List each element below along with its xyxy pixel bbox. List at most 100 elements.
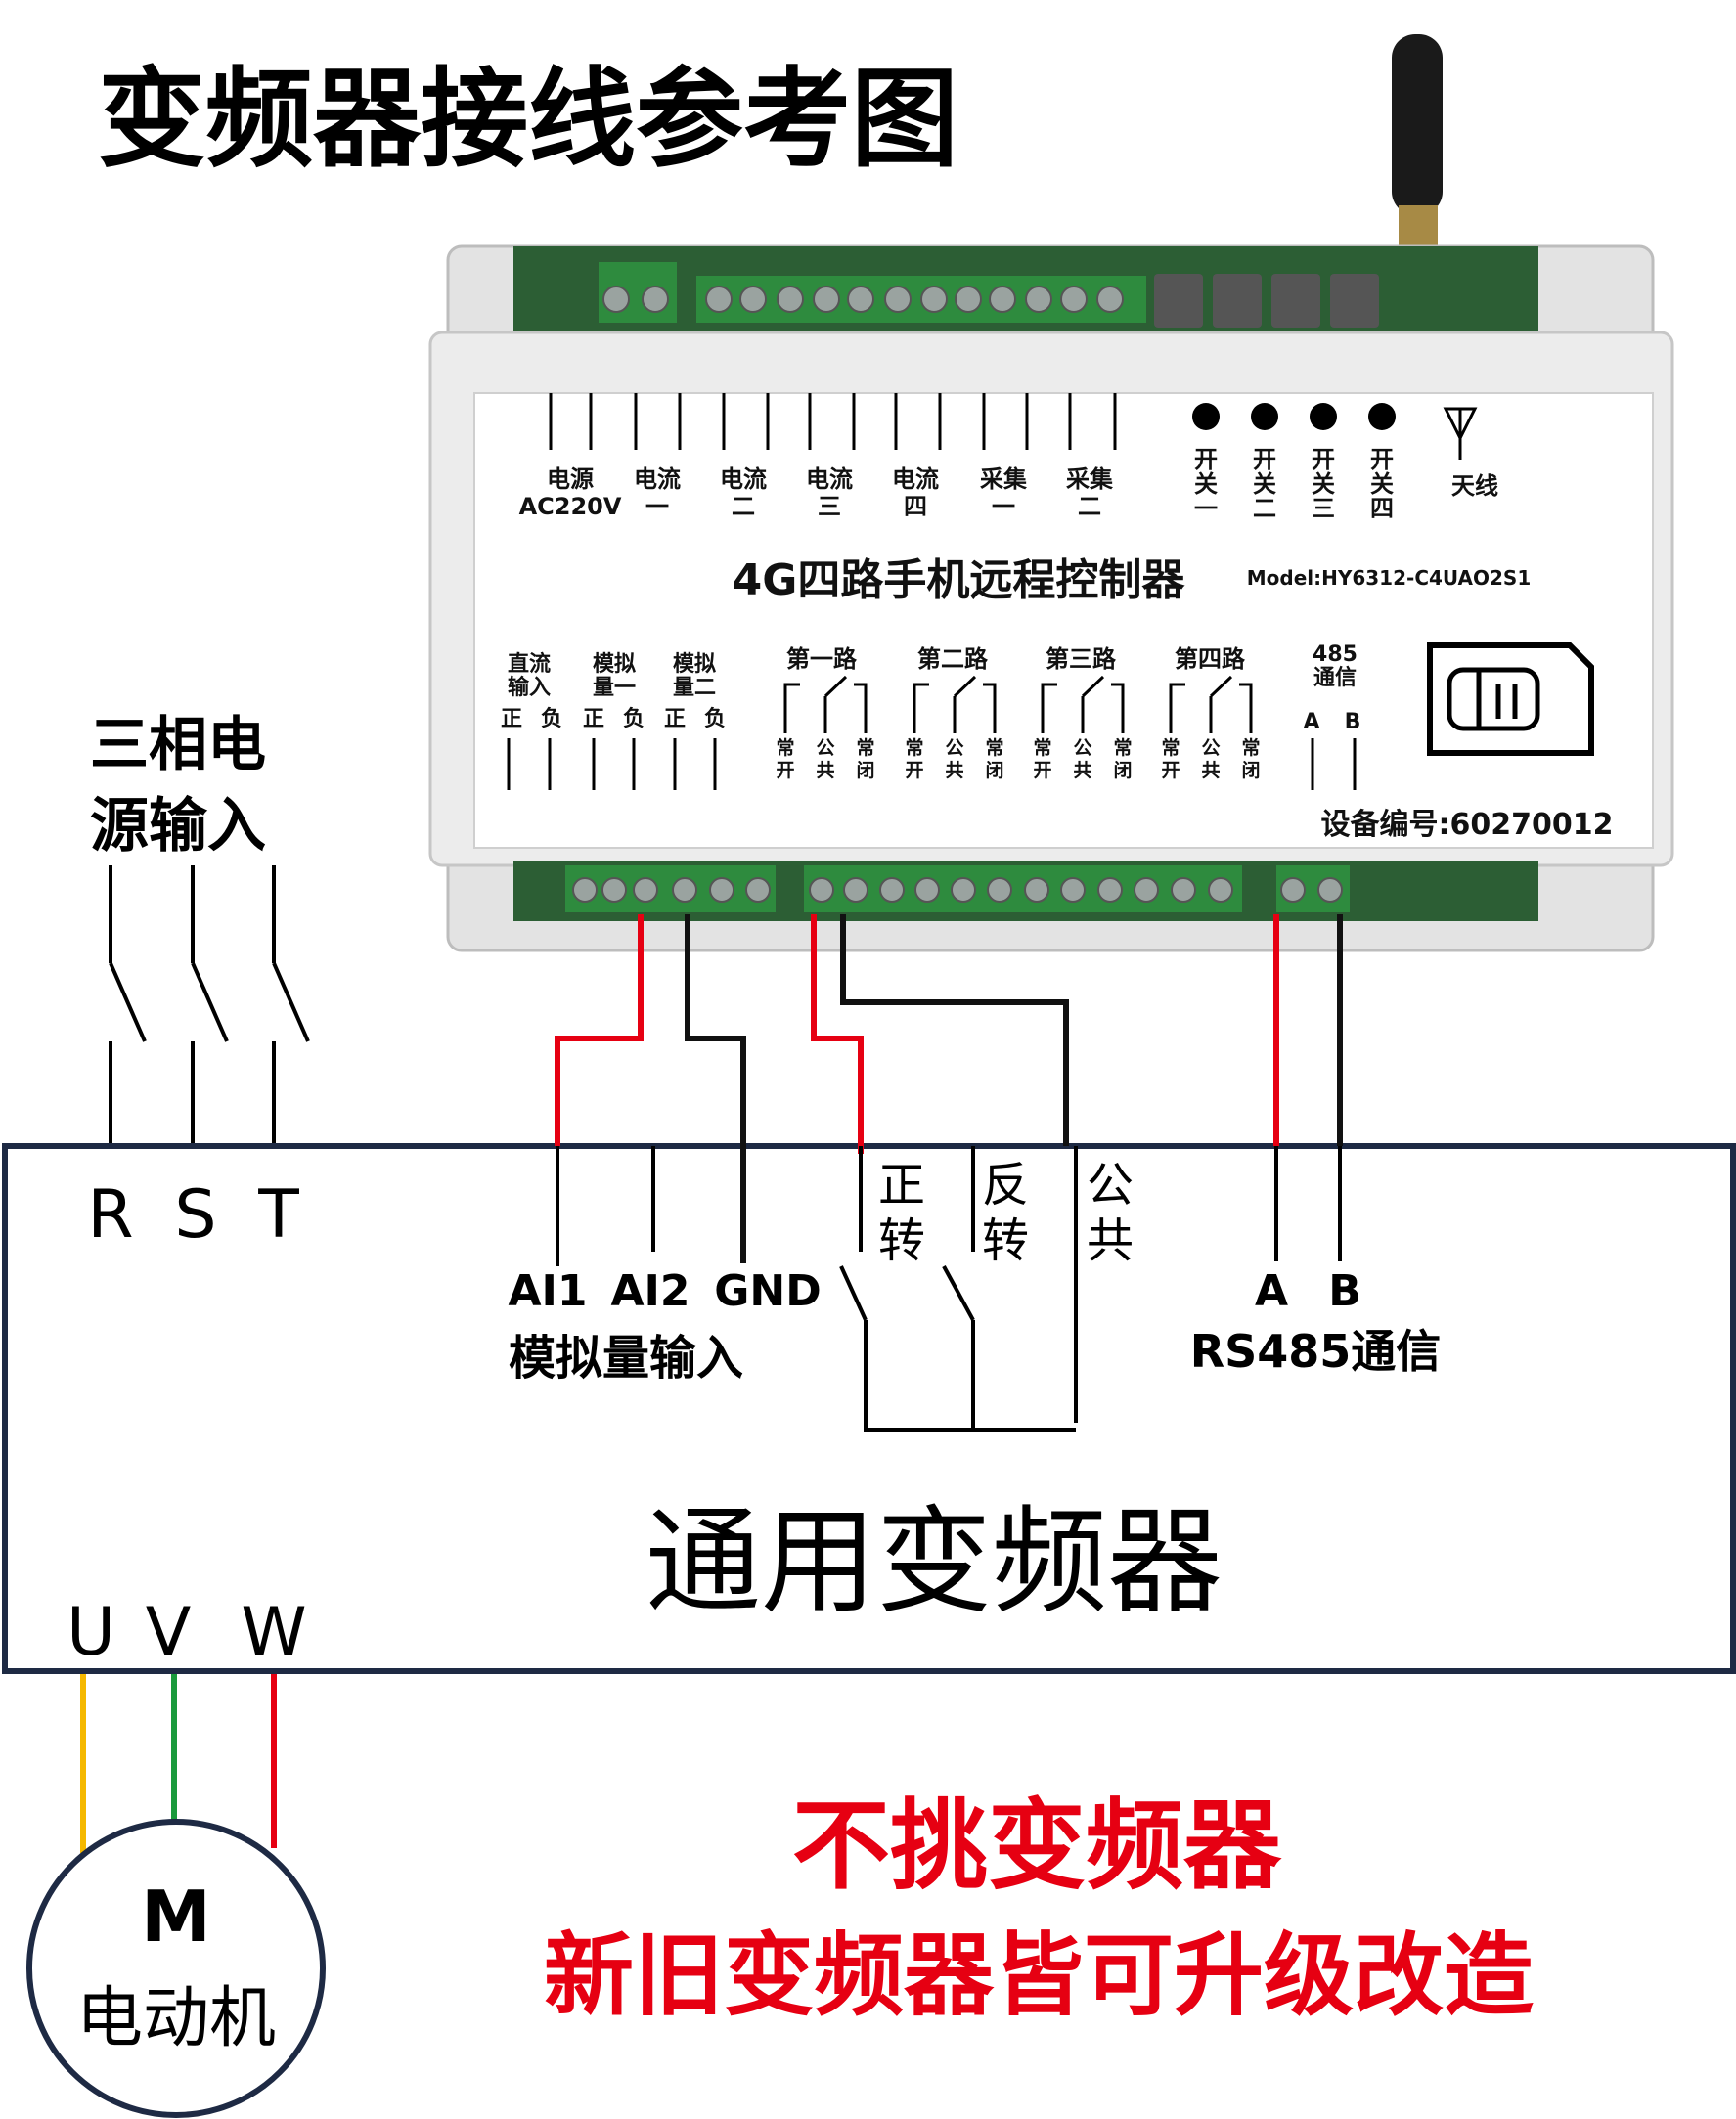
relay-4-com-a: 公: [1201, 737, 1220, 759]
terminal-b: B: [1328, 1266, 1361, 1316]
terminal-t: T: [257, 1176, 299, 1254]
relay-4-no-b: 开: [1161, 760, 1180, 781]
relay-2-nc-b: 闭: [985, 760, 1003, 781]
terminal-screw: [809, 877, 834, 903]
label-current-3: 电流: [806, 465, 853, 493]
dc-pos: 正: [501, 707, 522, 731]
relay-1-com-a: 公: [816, 737, 834, 759]
analog-input-label: 模拟量输入: [509, 1331, 743, 1386]
label-current-1-num: 一: [645, 493, 669, 520]
terminal-ai1: AI1: [508, 1266, 587, 1316]
controller-device: [428, 244, 1674, 952]
terminal-screw: [572, 877, 598, 903]
label-collect-2-num: 二: [1078, 493, 1101, 520]
rs485-b-terminal: B: [1345, 710, 1361, 734]
relay-2-com-b: 共: [945, 760, 963, 781]
switch-2-l2: 关: [1253, 470, 1276, 498]
slogan-2: 新旧变频器皆可升级改造: [544, 1923, 1534, 2028]
relay-contact-symbols: [783, 675, 1253, 733]
terminal-marks-bottom: [507, 738, 1357, 790]
terminal-screw: [914, 877, 940, 903]
terminal-screw: [987, 877, 1012, 903]
push-buttons: [1154, 274, 1379, 328]
terminal-screw: [705, 286, 733, 313]
relay-terminal-block: [804, 865, 1242, 912]
label-current-2: 电流: [720, 465, 767, 493]
relay-4-title: 第四路: [1175, 645, 1246, 673]
label-current-2-num: 二: [732, 493, 755, 520]
relay-1-nc-b: 闭: [856, 760, 874, 781]
relay-1-no-b: 开: [776, 760, 794, 781]
analog-1-pos: 正: [583, 707, 604, 731]
relay-1-no-a: 常: [776, 736, 794, 759]
terminal-v: V: [146, 1594, 192, 1671]
led-switch-4: [1368, 403, 1396, 430]
wire-gnd: [685, 914, 746, 1263]
terminal-w: W: [241, 1594, 306, 1671]
terminal-a: A: [1255, 1266, 1288, 1316]
dc-input-l2: 输入: [508, 675, 551, 700]
inverter-name: 通用变频器: [645, 1494, 1223, 1629]
analog-1-l1: 模拟: [593, 652, 636, 677]
relay-2-nc-a: 常: [985, 736, 1003, 759]
relay-2-com-a: 公: [945, 737, 963, 759]
led-switch-2: [1251, 403, 1278, 430]
label-power: 电源: [547, 465, 594, 493]
terminal-screw: [1024, 877, 1049, 903]
relay-3-nc-b: 闭: [1113, 760, 1132, 781]
wire-forward: [811, 914, 864, 1154]
relay-4-no-a: 常: [1161, 736, 1180, 759]
com-l1: 公: [1087, 1158, 1134, 1213]
relay-normally-open-contact: [1169, 683, 1185, 733]
relay-common-contact: [1209, 675, 1233, 698]
terminal-screw: [879, 877, 905, 903]
terminal-u: U: [67, 1594, 115, 1671]
terminal-screw: [1317, 877, 1343, 903]
label-power-ac: AC220V: [519, 493, 622, 520]
control-wires: [555, 914, 1343, 1263]
terminal-screw: [1096, 286, 1124, 313]
controller-label-panel: [473, 392, 1654, 849]
three-phase-l2: 源输入: [90, 792, 266, 861]
terminal-screw: [951, 877, 976, 903]
terminal-ai2: AI2: [610, 1266, 690, 1316]
terminal-screw: [813, 286, 840, 313]
switch-2-l3: 二: [1253, 495, 1276, 522]
label-collect-1: 采集: [980, 465, 1028, 493]
rs485-a-terminal: A: [1303, 710, 1319, 734]
relay-normally-closed-contact: [1111, 683, 1125, 733]
motor: [26, 1819, 326, 2118]
rs485-label-l2: 通信: [1313, 665, 1357, 690]
analog-2-pos: 正: [664, 707, 686, 731]
switch-1-l2: 关: [1194, 470, 1218, 498]
analog-2-l2: 量二: [673, 676, 716, 700]
terminal-screw: [920, 286, 948, 313]
analog-1-l2: 量一: [593, 676, 636, 700]
terminal-screw: [1208, 877, 1233, 903]
terminal-screw: [843, 877, 868, 903]
three-phase-l1: 三相电: [90, 711, 266, 779]
terminal-gnd: GND: [714, 1266, 821, 1316]
label-collect-1-num: 一: [992, 493, 1015, 520]
relay-normally-open-contact: [913, 683, 929, 733]
terminal-screw: [1060, 286, 1088, 313]
switch-3-l1: 开: [1312, 446, 1335, 473]
relay-3-no-a: 常: [1033, 736, 1051, 759]
rev-l2: 转: [982, 1214, 1029, 1268]
led-switch-1: [1192, 403, 1220, 430]
inverter-terminal-lines: [556, 1146, 1342, 1432]
switch-3-l2: 关: [1312, 470, 1335, 498]
relay-2-no-a: 常: [905, 736, 923, 759]
product-name: 4G四路手机远程控制器: [733, 555, 1186, 605]
dc-input-l1: 直流: [508, 651, 551, 677]
relay-1-nc-a: 常: [856, 736, 874, 759]
device-number: 设备编号:60270012: [1321, 808, 1614, 842]
switch-leds: [1192, 403, 1396, 430]
label-current-4-num: 四: [904, 493, 927, 520]
led-switch-3: [1310, 403, 1337, 430]
relay-2-title: 第二路: [917, 645, 989, 673]
switch-2-l1: 开: [1253, 446, 1276, 473]
relay-1-title: 第一路: [786, 645, 858, 673]
relay-2-no-b: 开: [905, 760, 923, 781]
terminal-screw: [1097, 877, 1123, 903]
